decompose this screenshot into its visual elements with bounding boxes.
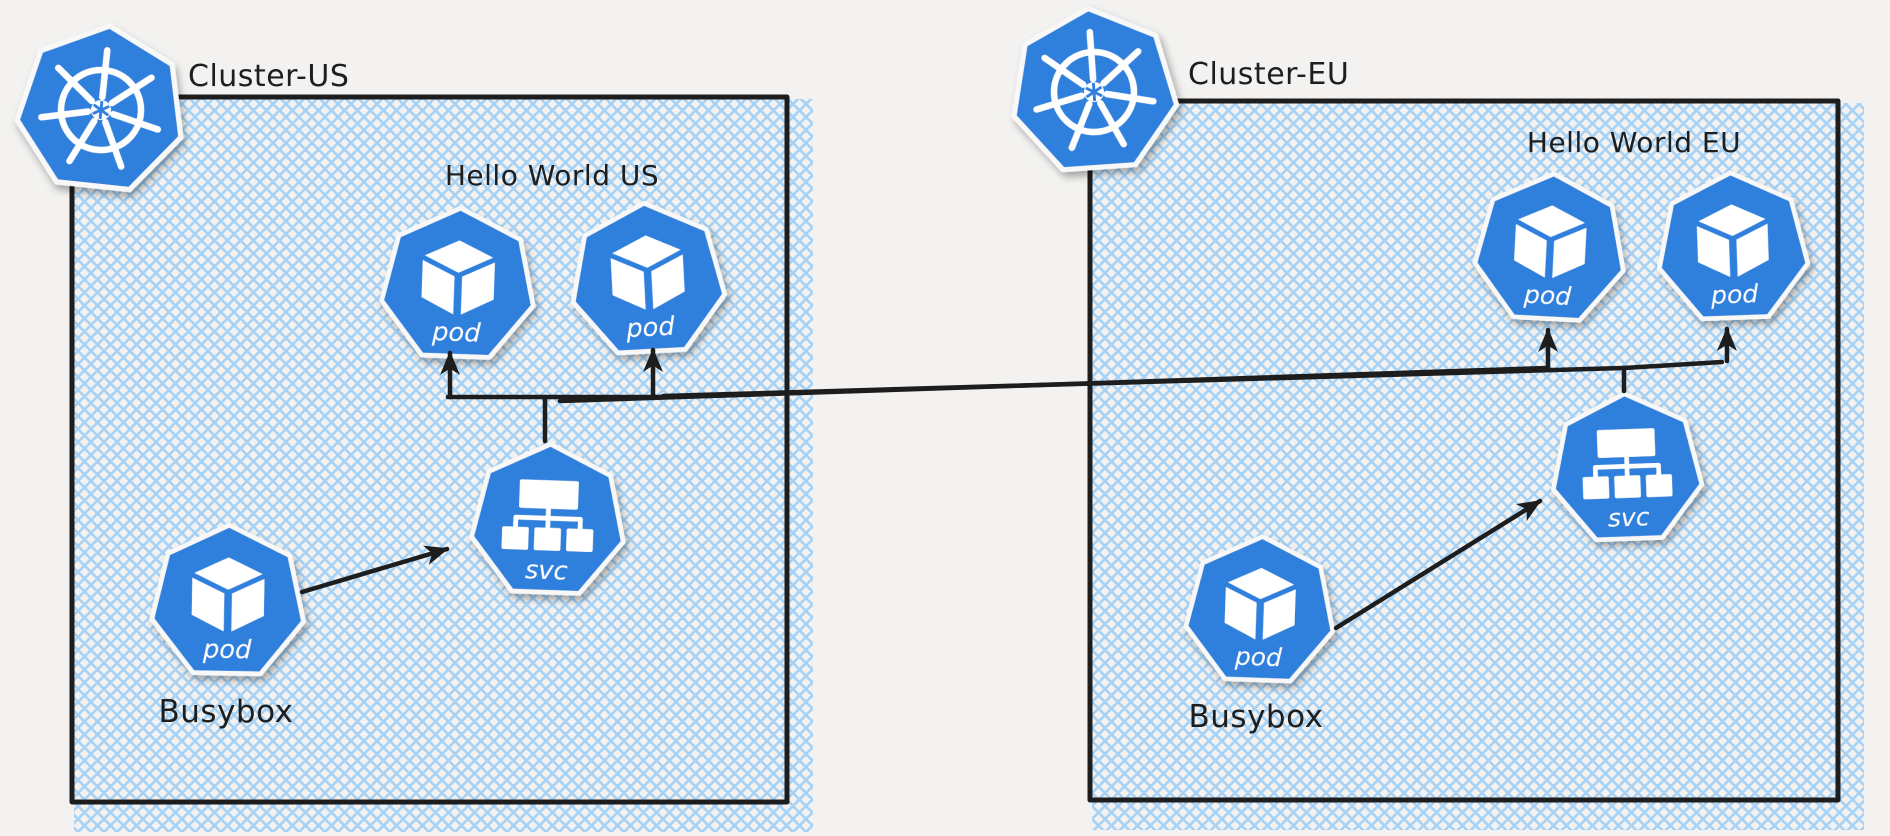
busybox-eu-label: Busybox (1189, 699, 1324, 735)
pod-cube-icon: pod (1472, 170, 1628, 323)
pod-cube-icon: pod (568, 199, 727, 355)
pod-label: pod (1709, 279, 1759, 310)
pod-label: pod (431, 317, 482, 349)
pod-cube-icon: pod (380, 205, 537, 358)
edge-eu-svc-connector (1621, 359, 1725, 371)
pod-cube-icon: pod (151, 524, 305, 675)
pod-cube-icon: pod (1656, 170, 1810, 320)
edges (299, 326, 1737, 631)
pod-cube-icon: pod (1184, 534, 1336, 682)
pod-label: pod (202, 635, 252, 666)
svc-label: svc (1607, 502, 1650, 532)
svc-tree-icon: svc (470, 441, 627, 594)
pod-label: pod (1234, 641, 1283, 672)
svc-label: svc (524, 555, 568, 586)
deployment-us-title: Hello World US (445, 159, 659, 192)
deployment-eu-title: Hello World EU (1527, 126, 1741, 159)
busybox-us-label: Busybox (159, 694, 294, 730)
edge-us-busybox-to-svc (299, 545, 450, 595)
edge-eu-busybox-to-svc (1333, 498, 1543, 631)
edge-cross-cluster-b (557, 365, 1551, 404)
svc-tree-icon: svc (1550, 391, 1704, 541)
cluster-us-label: Cluster-US (188, 59, 349, 94)
pod-label: pod (625, 312, 676, 345)
cluster-eu-label: Cluster-EU (1188, 57, 1349, 92)
pod-label: pod (1522, 280, 1573, 312)
